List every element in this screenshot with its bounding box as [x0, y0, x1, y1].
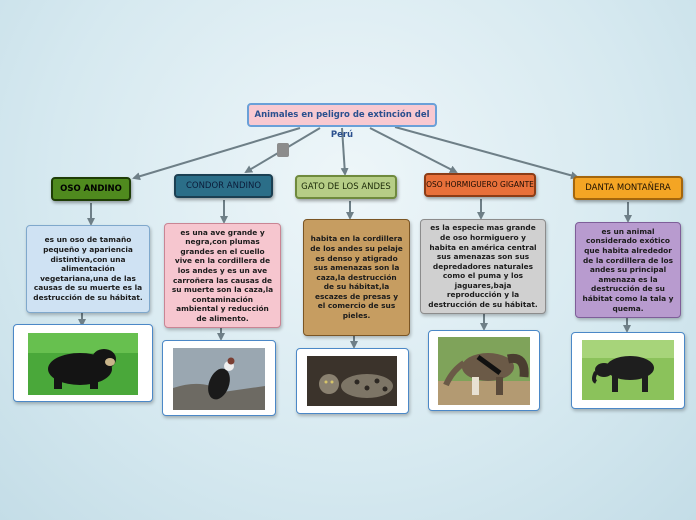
link-root-oso-hormiguero: [369, 127, 458, 173]
image-node-oso-andino[interactable]: [13, 324, 153, 402]
topic-condor-andino[interactable]: CONDOR ANDINO: [174, 174, 273, 198]
andean-condor-image: [173, 348, 265, 410]
topic-oso-hormiguero[interactable]: OSO HORMIGUERO GIGANTE: [424, 173, 536, 197]
root-topic[interactable]: Animales en peligro de extinción del Per…: [247, 103, 437, 140]
link-root-gato-andes: [340, 127, 349, 176]
description-gato-andes[interactable]: habita en la cordillera de los andes su …: [303, 219, 410, 336]
description-text: es un oso de tamaño pequeño y apariencia…: [33, 235, 143, 302]
description-text: es un animal considerado exótico que hab…: [582, 226, 674, 313]
mountain-tapir-image: [582, 340, 674, 400]
description-condor-andino[interactable]: es una ave grande y negra,con plumas gra…: [164, 223, 281, 328]
giant-anteater-image: [438, 337, 530, 405]
andean-cat-image: [307, 356, 397, 406]
description-oso-andino[interactable]: es un oso de tamaño pequeño y apariencia…: [26, 225, 150, 313]
image-node-gato-andes[interactable]: [296, 348, 409, 414]
description-oso-hormiguero[interactable]: es la especie mas grande de oso hormigue…: [420, 219, 546, 314]
image-node-oso-hormiguero[interactable]: [428, 330, 540, 411]
image-node-condor-andino[interactable]: [162, 340, 276, 416]
topic-gato-andes[interactable]: GATO DE LOS ANDES: [295, 175, 397, 199]
link-root-oso-andino: [132, 127, 301, 181]
description-text: es una ave grande y negra,con plumas gra…: [171, 227, 274, 323]
spectacled-bear-image: [28, 333, 138, 395]
description-text: es la especie mas grande de oso hormigue…: [428, 223, 538, 310]
link-root-danta: [394, 126, 579, 180]
collapse-toggle-icon[interactable]: [277, 143, 289, 157]
image-node-danta-montanera[interactable]: [571, 332, 685, 409]
topic-oso-andino[interactable]: OSO ANDINO: [51, 177, 131, 201]
description-text: habita en la cordillera de los andes su …: [310, 234, 403, 321]
topic-danta-montanera[interactable]: DANTA MONTAÑERA: [573, 176, 683, 200]
description-danta-montanera[interactable]: es un animal considerado exótico que hab…: [575, 222, 681, 318]
